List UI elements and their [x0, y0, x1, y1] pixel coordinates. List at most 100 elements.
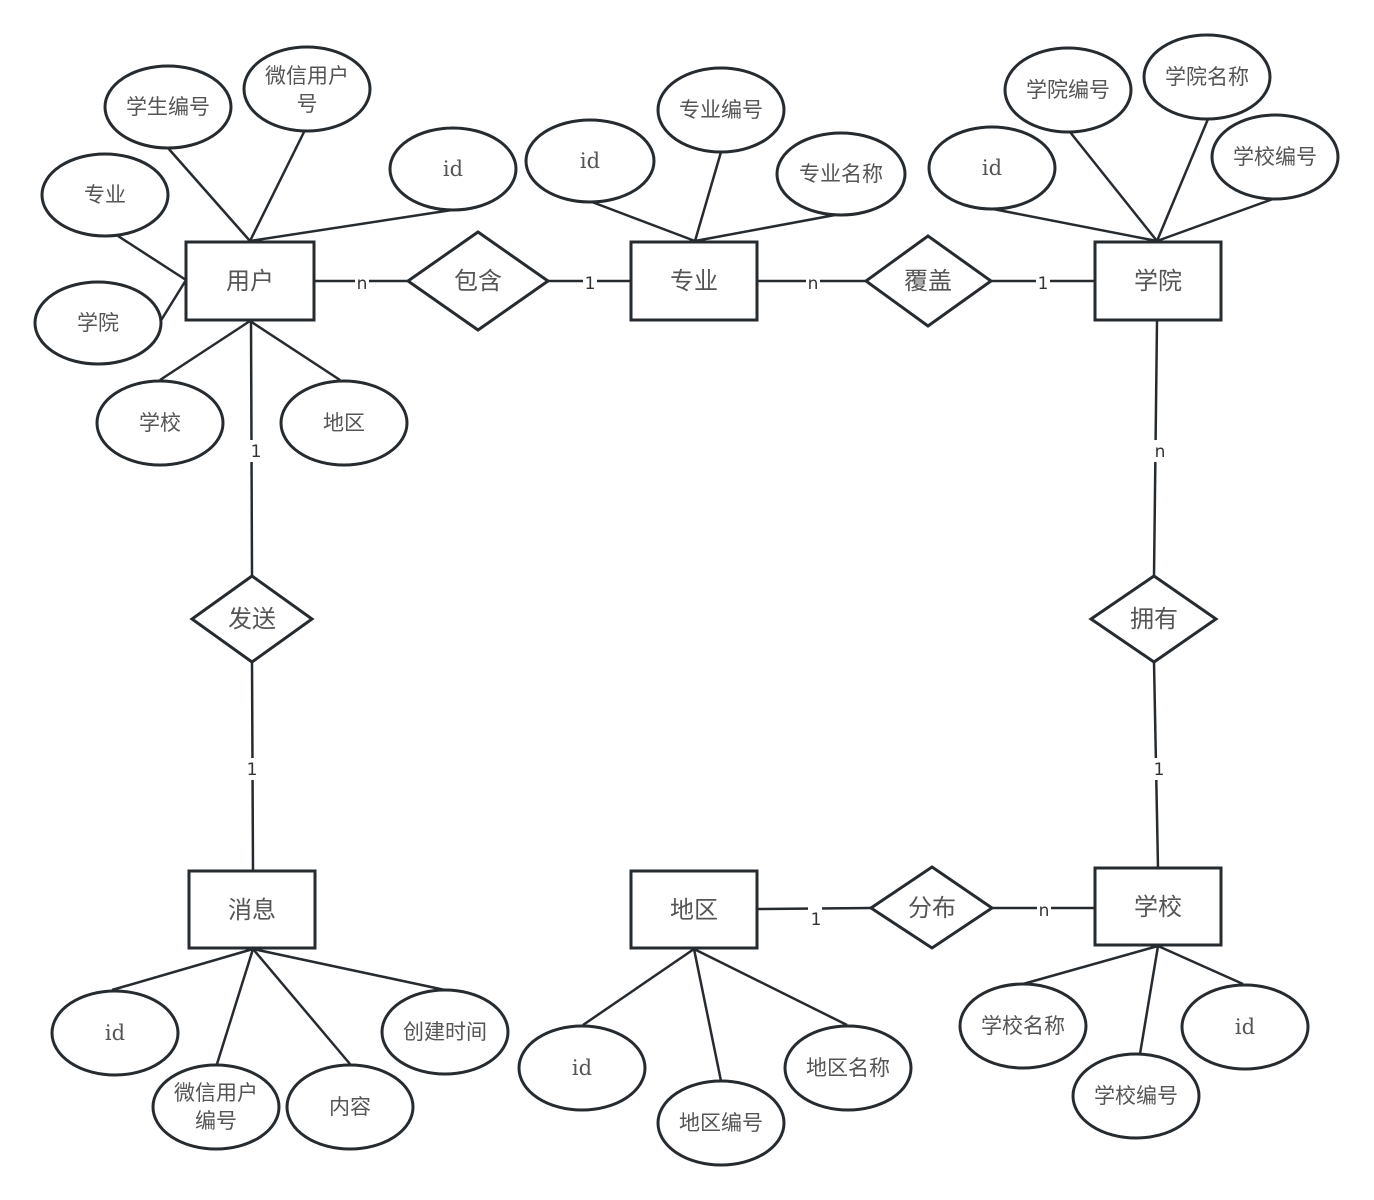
- cardinality-college-own: n: [1155, 442, 1166, 462]
- entity-label: 地区: [670, 896, 718, 924]
- edge-school-id: [1157, 944, 1244, 986]
- edge-user-region: [249, 319, 341, 382]
- edge-msg-content: [252, 948, 351, 1065]
- edge-user-school: [159, 319, 251, 382]
- attr-label: id: [572, 1056, 592, 1080]
- attr-user-school[interactable]: 学校: [95, 379, 225, 467]
- edge-user-major: [117, 234, 187, 282]
- attr-user-major[interactable]: 专业: [40, 152, 170, 238]
- attr-major-no[interactable]: 专业编号: [656, 66, 786, 154]
- attr-region-no[interactable]: 地区编号: [656, 1079, 786, 1167]
- edge-school-name: [1022, 944, 1159, 986]
- attr-user-region[interactable]: 地区: [279, 379, 409, 467]
- edge-college-no: [1069, 131, 1158, 242]
- edge-user-student-no: [167, 147, 251, 242]
- attr-msg-id[interactable]: id: [50, 989, 180, 1077]
- attr-label: 内容: [329, 1095, 371, 1119]
- attr-label: 学院名称: [1165, 65, 1249, 89]
- cardinality-user-contain: n: [357, 274, 368, 294]
- attr-college-no[interactable]: 学院编号: [1003, 46, 1133, 134]
- entity-label: 专业: [670, 267, 718, 295]
- entity-region[interactable]: 地区: [629, 869, 759, 950]
- edge-college-name: [1155, 118, 1210, 242]
- attr-user-wechat-no[interactable]: 微信用户 号: [242, 45, 372, 133]
- relationship-label: 覆盖: [904, 267, 952, 295]
- cardinality-own-school: 1: [1154, 760, 1165, 780]
- attr-major-id[interactable]: id: [524, 118, 656, 204]
- entity-school[interactable]: 学校: [1093, 866, 1223, 947]
- edge-user-wechat: [248, 131, 306, 242]
- relationship-cover[interactable]: 覆盖: [863, 234, 994, 328]
- attr-label: id: [982, 156, 1002, 180]
- attr-label: 编号: [195, 1109, 237, 1133]
- entity-user[interactable]: 用户: [184, 240, 316, 322]
- attr-label: id: [1235, 1015, 1255, 1039]
- entity-label: 用户: [226, 267, 274, 295]
- attr-label: 地区编号: [679, 1111, 763, 1135]
- relationship-label: 拥有: [1130, 605, 1178, 633]
- edge-region-name: [693, 947, 848, 1027]
- attr-college-id[interactable]: id: [927, 125, 1057, 211]
- attr-user-id[interactable]: id: [388, 126, 518, 212]
- entity-college[interactable]: 学院: [1093, 240, 1223, 322]
- attributes: 学生编号 微信用户 号 专业 学院 学校 地区 id id: [33, 33, 1340, 1167]
- cardinality-user-send: 1: [251, 442, 262, 462]
- attr-label: 学院编号: [1026, 78, 1110, 102]
- relationship-label: 包含: [454, 267, 502, 295]
- edge-major-no: [693, 151, 723, 242]
- attr-msg-wechat-no[interactable]: 微信用户 编号: [151, 1063, 281, 1151]
- attr-user-student-no[interactable]: 学生编号: [103, 64, 233, 150]
- attr-label: 号: [297, 92, 318, 116]
- edge-college-id: [992, 207, 1158, 243]
- cardinality-major-cover: n: [808, 274, 819, 294]
- attr-user-college[interactable]: 学院: [33, 280, 163, 366]
- attr-label: 学生编号: [126, 95, 210, 119]
- edge-user-id: [249, 208, 453, 243]
- attr-school-name[interactable]: 学校名称: [958, 982, 1088, 1070]
- relationship-contain[interactable]: 包含: [405, 230, 551, 332]
- attr-label: 专业名称: [799, 162, 883, 186]
- entity-label: 学院: [1134, 267, 1182, 295]
- entity-major[interactable]: 专业: [629, 240, 759, 322]
- relationship-distribute[interactable]: 分布: [868, 865, 995, 950]
- relationship-send[interactable]: 发送: [189, 574, 315, 664]
- attr-label: 地区: [323, 411, 365, 435]
- edge-major-name: [694, 213, 836, 243]
- attr-label: id: [580, 149, 600, 173]
- edge-user-college: [158, 279, 188, 323]
- entities: 用户 专业 学院 消息 地区 学校: [184, 240, 1223, 950]
- attr-school-no[interactable]: 学校编号: [1071, 1052, 1201, 1140]
- attr-region-name[interactable]: 地区名称: [783, 1024, 913, 1112]
- attr-college-name[interactable]: 学院名称: [1142, 33, 1272, 121]
- attr-msg-created[interactable]: 创建时间: [380, 988, 510, 1076]
- cardinality-contain-major: 1: [585, 274, 596, 294]
- attr-label: 学校编号: [1094, 1084, 1178, 1108]
- entity-label: 学校: [1134, 893, 1182, 921]
- entity-message[interactable]: 消息: [187, 869, 317, 950]
- edge-msg-created: [252, 947, 446, 992]
- edge-region-id: [582, 947, 695, 1027]
- relationship-label: 发送: [228, 605, 276, 633]
- attr-msg-content[interactable]: 内容: [285, 1063, 415, 1151]
- edge-college-school-no: [1156, 197, 1274, 243]
- cardinality-distribute-school: n: [1039, 901, 1050, 921]
- attr-school-id[interactable]: id: [1180, 983, 1310, 1071]
- attr-college-school-no[interactable]: 学校编号: [1210, 113, 1340, 201]
- edge-msg-wechat: [215, 948, 255, 1065]
- attr-label: 学校: [139, 411, 181, 435]
- edge-region-no: [692, 948, 723, 1082]
- attr-label: 地区名称: [806, 1056, 890, 1080]
- attr-label: 学院: [77, 311, 119, 335]
- attr-label: 学校名称: [981, 1014, 1065, 1038]
- attr-region-id[interactable]: id: [517, 1024, 647, 1112]
- attr-major-name[interactable]: 专业名称: [775, 131, 907, 217]
- relationship-label: 分布: [908, 894, 956, 922]
- cardinality-send-message: 1: [247, 760, 258, 780]
- entity-label: 消息: [228, 896, 276, 924]
- attr-label: 创建时间: [403, 1020, 487, 1044]
- attr-label: 专业编号: [679, 98, 763, 122]
- attr-label: 专业: [84, 183, 126, 207]
- edge-major-id: [591, 200, 696, 243]
- relationship-own[interactable]: 拥有: [1088, 574, 1219, 664]
